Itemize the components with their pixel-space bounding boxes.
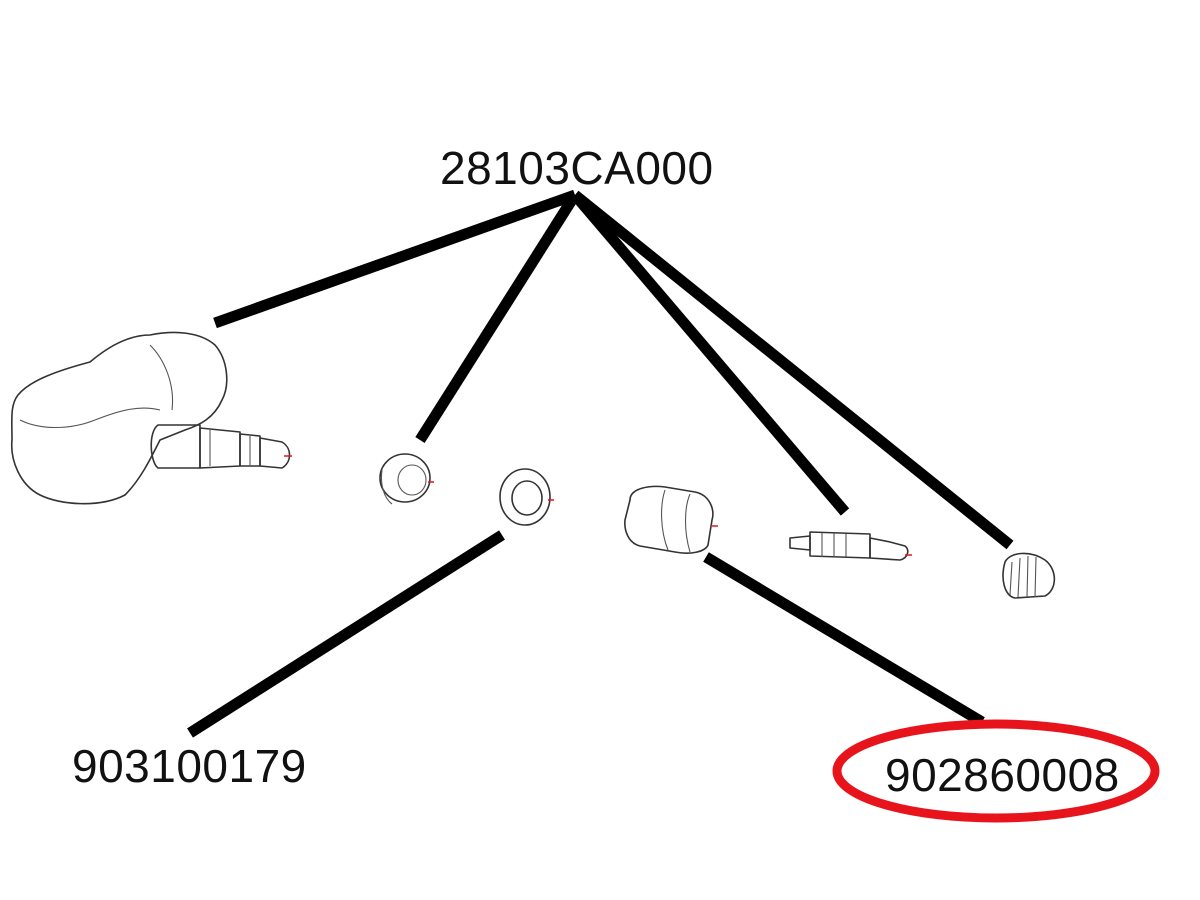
- leader-top-to-sensor: [213, 189, 577, 329]
- leader-top-to-valve-core: [570, 191, 850, 516]
- leader-top-to-grommet: [415, 192, 580, 443]
- leader-right-to-nut: [703, 552, 985, 727]
- leader-left-to-washer: [187, 530, 505, 738]
- washer-drawing: [499, 468, 554, 526]
- nut-drawing: [624, 485, 718, 554]
- highlight-ellipse: [832, 719, 1160, 823]
- leader-top-to-cap: [571, 190, 1014, 550]
- grommet-drawing: [379, 453, 434, 505]
- tpms-sensor-drawing: [10, 331, 292, 505]
- valve-cap-drawing: [1002, 552, 1056, 599]
- leader-lines-top: [213, 189, 1014, 550]
- part-number-right: 902860008: [885, 749, 1120, 801]
- part-number-top: 28103CA000: [440, 142, 714, 194]
- part-number-left: 903100179: [72, 740, 307, 792]
- valve-core-drawing: [789, 531, 912, 561]
